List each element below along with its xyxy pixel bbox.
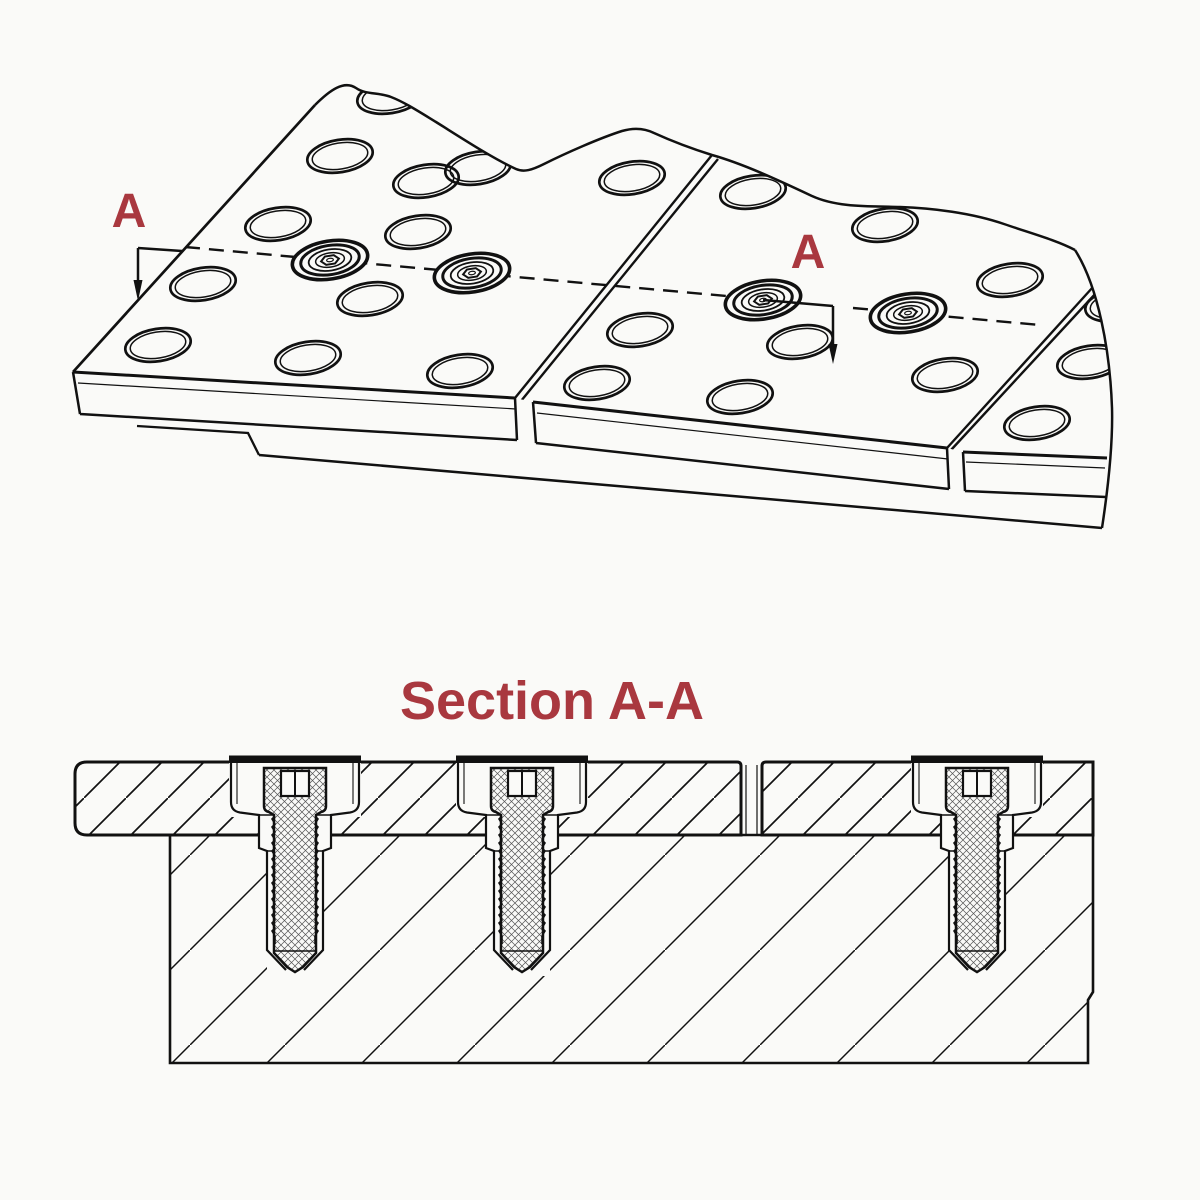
section-line-dashed-left [184, 245, 794, 304]
countersunk-screw-2 [429, 246, 515, 300]
base-block-section [168, 833, 1095, 1065]
isometric-view: A A [71, 83, 1114, 530]
section-marker-left: A [112, 185, 147, 238]
break-line-right [1073, 249, 1114, 529]
plate-a-section [73, 760, 743, 837]
break-line-wavy [314, 83, 1076, 252]
countersunk-screw-1 [287, 233, 373, 287]
plate-seam-gap [745, 765, 758, 835]
hole-grid [121, 85, 1113, 446]
base-plate-edges [136, 424, 1103, 530]
section-arrow-left [133, 246, 183, 301]
plate-outline [71, 83, 1114, 529]
section-arrow-right [762, 298, 838, 364]
section-marker-right: A [791, 226, 826, 279]
section-title: Section A-A [400, 671, 704, 731]
countersunk-screw-4 [865, 286, 951, 340]
plate-seams [514, 154, 1098, 451]
section-view [73, 754, 1095, 1065]
